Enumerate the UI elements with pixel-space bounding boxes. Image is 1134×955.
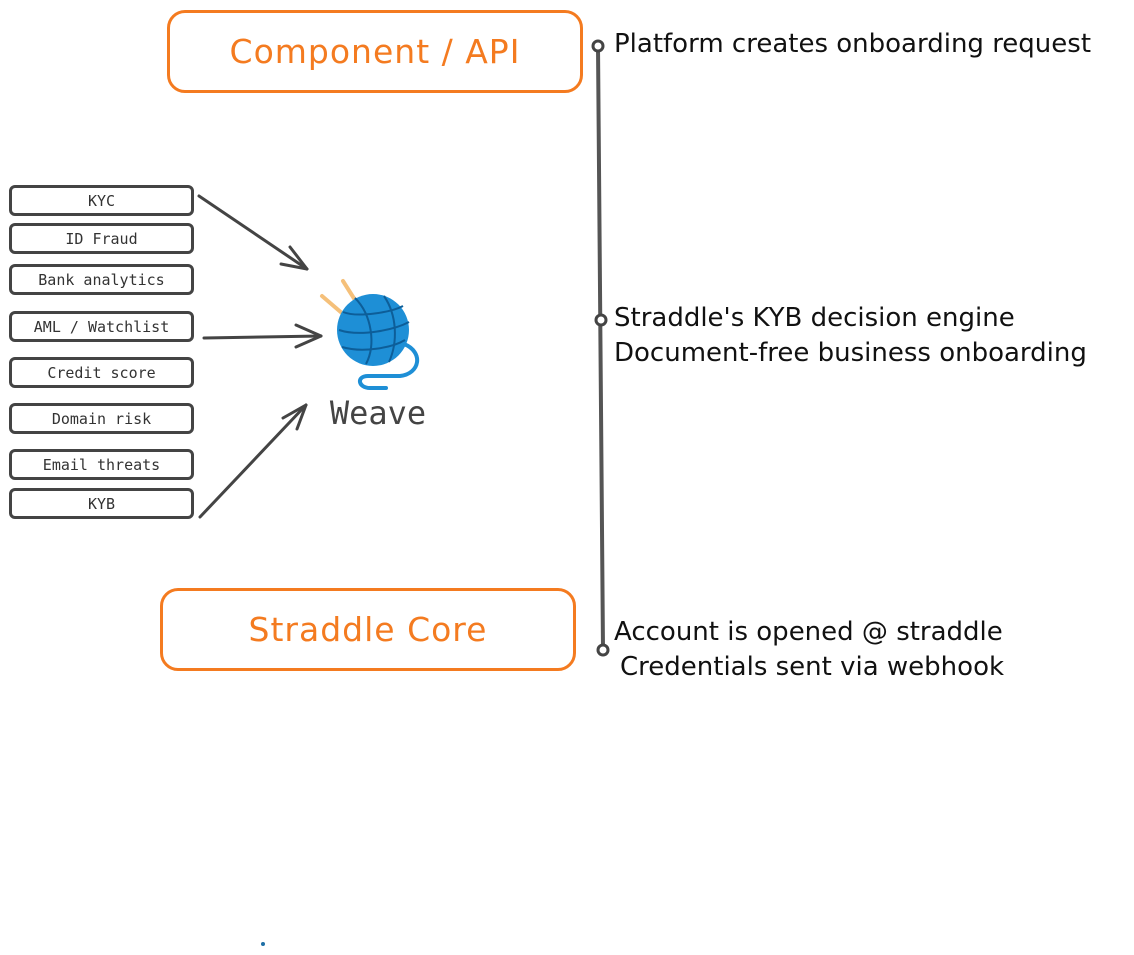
timeline-step-2-line-1: Straddle's KYB decision engine (614, 303, 1015, 333)
straddle-core-box: Straddle Core (160, 588, 576, 671)
timeline-step-2-line-2: Document-free business onboarding (614, 338, 1087, 368)
timeline-dot (591, 39, 605, 53)
source-box-email-threats: Email threats (9, 449, 194, 480)
arrow-kyb-to-weave (198, 403, 308, 519)
source-label: ID Fraud (65, 229, 138, 248)
timeline-step-3-line-2: Credentials sent via webhook (620, 652, 1005, 682)
arrow-aml-to-weave (202, 323, 323, 349)
source-box-credit-score: Credit score (9, 357, 194, 388)
straddle-core-label: Straddle Core (248, 610, 488, 649)
source-box-id-fraud: ID Fraud (9, 223, 194, 254)
source-label: Domain risk (51, 409, 152, 428)
source-label: KYC (87, 191, 116, 210)
source-label: KYB (87, 494, 116, 513)
source-label: Bank analytics (38, 270, 165, 289)
timeline-step-1-line-1: Platform creates onboarding request (614, 29, 1092, 59)
source-box-kyc: KYC (9, 185, 194, 216)
component-api-label: Component / API (229, 32, 521, 71)
timeline-dot (594, 313, 608, 327)
source-box-bank-analytics: Bank analytics (9, 264, 194, 295)
source-box-aml-watchlist: AML / Watchlist (9, 311, 194, 342)
yarn-ball-icon (320, 279, 420, 390)
timeline-step-3-line-1: Account is opened @ straddle (614, 617, 1003, 647)
stray-dot (261, 942, 265, 946)
source-label: Credit score (47, 363, 156, 382)
timeline (591, 39, 610, 657)
timeline-dot (596, 643, 610, 657)
source-box-domain-risk: Domain risk (9, 403, 194, 434)
source-box-kyb: KYB (9, 488, 194, 519)
weave-label: Weave (329, 394, 427, 432)
source-label: Email threats (42, 455, 161, 474)
component-api-box: Component / API (167, 10, 583, 93)
arrow-kyc-to-weave (197, 194, 309, 271)
source-label: AML / Watchlist (33, 317, 170, 336)
